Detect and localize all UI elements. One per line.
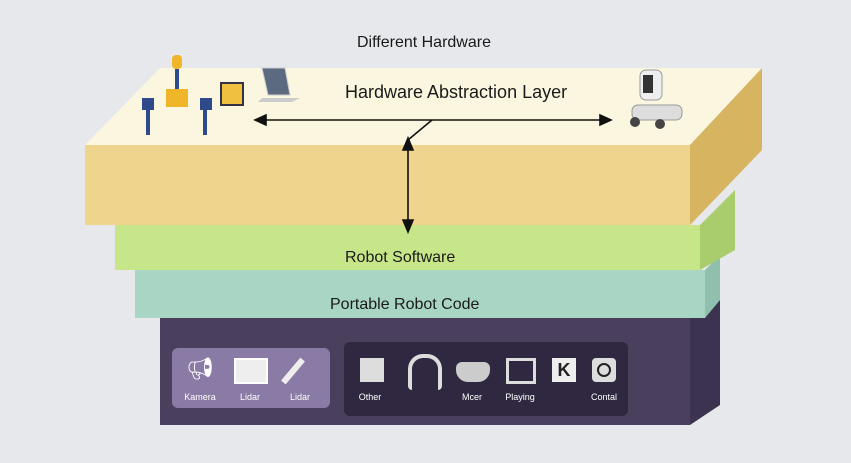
wheeled-robot-icon — [630, 69, 683, 129]
camera-lens-icon — [592, 358, 616, 382]
hal-layer-top — [85, 68, 762, 145]
portable-layer-front — [135, 270, 705, 318]
diagram-title: Different Hardware — [357, 34, 491, 51]
sensor-label: Mcer — [462, 392, 482, 402]
megaphone-icon: 📢︎ — [186, 356, 214, 381]
controller-box-icon — [220, 82, 244, 106]
purple-layer-side — [690, 300, 720, 425]
sensor-panel-right: Other Mcer Playing K Contal — [344, 342, 628, 416]
software-layer-side — [700, 190, 735, 270]
portable-layer-side — [705, 255, 720, 318]
legged-robot-icon — [142, 55, 212, 135]
sensor-label: Other — [358, 392, 382, 402]
software-label: Robot Software — [345, 249, 456, 266]
hal-layer-side — [690, 68, 762, 225]
sensor-label: Playing — [505, 392, 535, 402]
k-icon: K — [552, 358, 576, 382]
hal-label: Hardware Abstraction Layer — [345, 82, 568, 102]
sensor-label: Kamera — [184, 392, 216, 402]
sensor-label: Contal — [590, 392, 617, 402]
sensor-panel-left: 📢︎ Kamera Lidar Lidar — [172, 348, 330, 408]
sensor-label: Lidar — [239, 392, 260, 402]
laptop-icon — [258, 67, 300, 102]
software-layer-front — [115, 225, 700, 270]
monitor-icon — [506, 358, 536, 384]
hal-layer-front — [85, 145, 690, 225]
vr-headset-icon — [456, 362, 490, 382]
camera-box-icon — [360, 358, 384, 382]
portable-label: Portable Robot Code — [330, 296, 480, 313]
sensor-label: Lidar — [289, 392, 310, 402]
wrench-icon — [281, 357, 305, 385]
monitor-icon — [234, 358, 268, 384]
connection-arrows — [253, 113, 613, 235]
headphones-icon — [408, 354, 442, 390]
